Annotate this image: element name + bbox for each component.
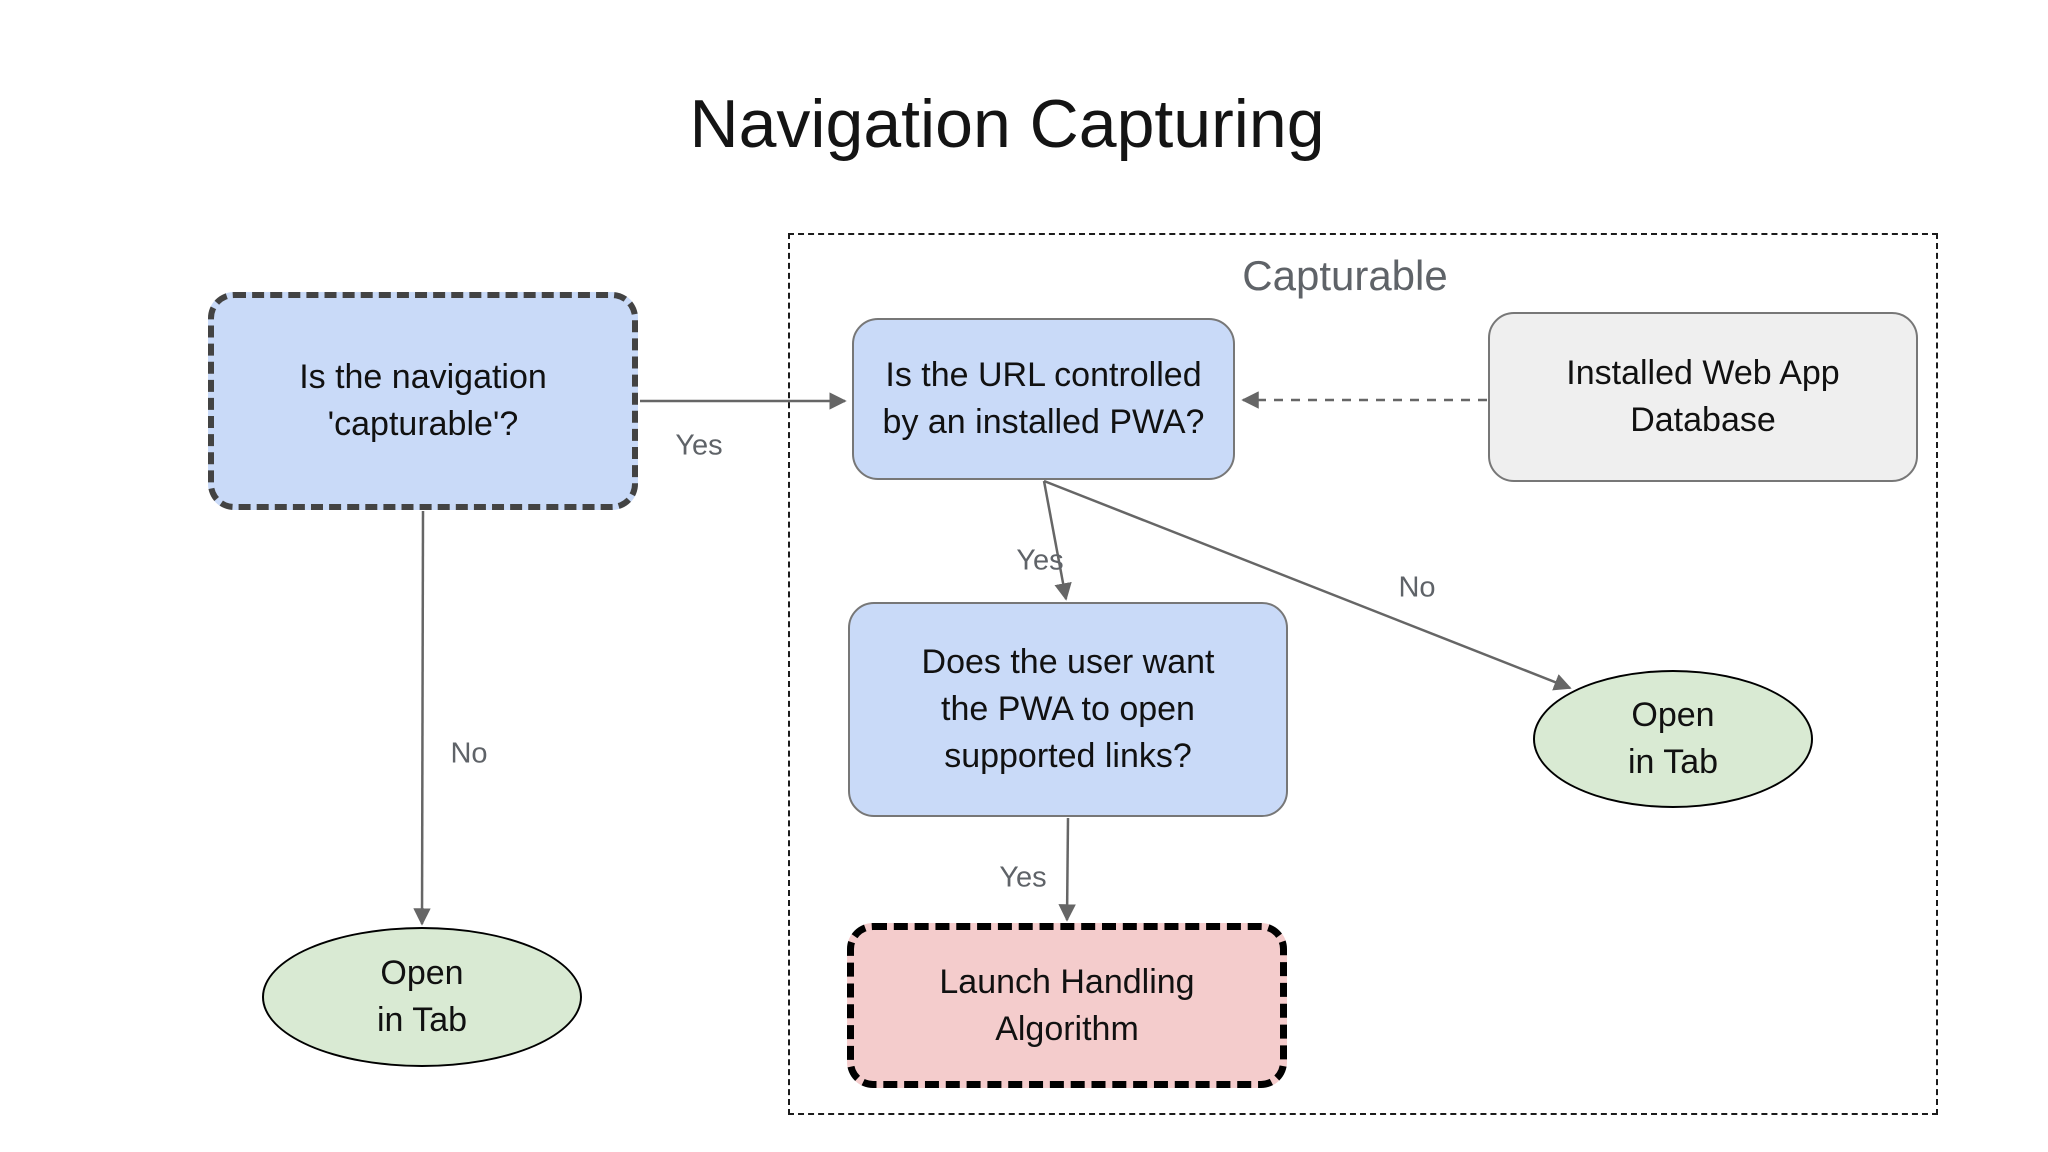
node-text-line: in Tab: [1627, 743, 1719, 781]
node-text-line: 'capturable'?: [327, 405, 519, 443]
node-launch-handling-algorithm: Launch Handling Algorithm: [847, 923, 1287, 1088]
edge-does-to-launch: [1058, 817, 1076, 922]
node-text-line: Is the URL controlled: [885, 356, 1202, 395]
node-text-line: Launch Handling: [939, 962, 1195, 1001]
node-text-line: Database: [1630, 401, 1776, 439]
node-text-line: supported links?: [944, 736, 1192, 775]
node-open-in-tab-right: Open in Tab: [1533, 670, 1813, 808]
edge-url-to-tab-right: [1043, 479, 1572, 691]
node-text-line: in Tab: [376, 1001, 468, 1039]
node-text-line: Open: [1631, 696, 1715, 735]
capturable-group-label: Capturable: [1242, 252, 1448, 299]
edge-label-yes-url-does: Yes: [1016, 544, 1064, 577]
capturable-group-outline: [788, 233, 1938, 1115]
node-text-line: Is the navigation: [299, 358, 547, 397]
edge-label-yes-does-launch: Yes: [999, 861, 1047, 894]
node-text-line: Installed Web App: [1566, 354, 1840, 393]
node-text-line: Algorithm: [995, 1009, 1139, 1048]
node-text-line: by an installed PWA?: [882, 403, 1205, 441]
edge-label-no-nav-tab: No: [450, 737, 488, 770]
node-open-in-tab-left: Open in Tab: [262, 927, 582, 1067]
edge-label-no-url-tab: No: [1398, 571, 1436, 604]
node-text-line: Open: [380, 954, 464, 993]
edge-url-to-does: [1042, 480, 1072, 601]
node-is-url-controlled: Is the URL controlled by an installed PW…: [852, 318, 1235, 480]
node-text-line: the PWA to open: [941, 690, 1195, 729]
node-text-line: Does the user want: [921, 643, 1215, 682]
node-is-navigation-capturable: Is the navigation 'capturable'?: [208, 292, 638, 510]
node-installed-web-app-database: Installed Web App Database: [1488, 312, 1918, 482]
node-does-user-want-pwa: Does the user want the PWA to open suppo…: [848, 602, 1288, 817]
page-title: Navigation Capturing: [689, 86, 1325, 162]
edge-nav-to-tab-left: [413, 510, 431, 926]
edge-label-yes-nav-url: Yes: [675, 429, 723, 462]
